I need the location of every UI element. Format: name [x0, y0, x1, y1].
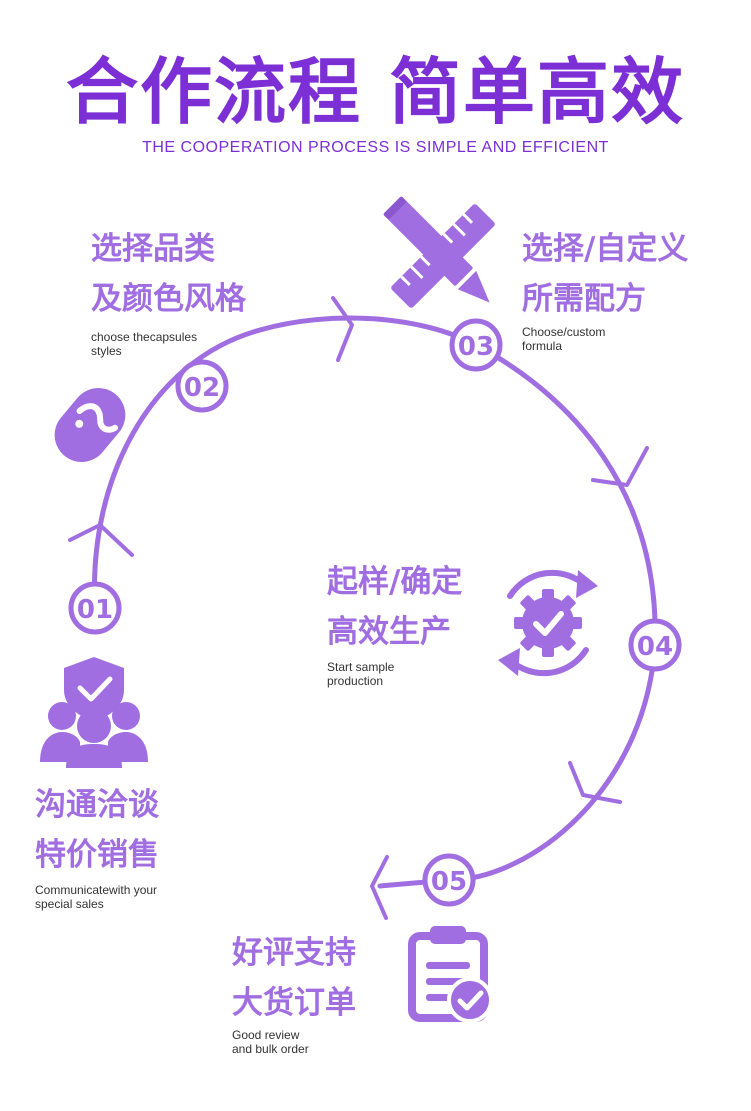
step-04-description-line2: production: [327, 674, 384, 688]
arrow-down-1: [591, 446, 649, 487]
step-04-description: Start sample production: [327, 660, 394, 688]
arrow-up-1: [68, 523, 134, 557]
step-number-03: 03: [458, 332, 494, 362]
clipboard-check-icon: [408, 926, 493, 1023]
step-number-01: 01: [77, 595, 113, 625]
step-badge-01: 01: [68, 581, 122, 635]
step-04-title: 起样/确定 高效生产: [327, 557, 462, 657]
page-title: 合作流程 简单高效: [65, 50, 686, 134]
step-05-title-line2: 大货订单: [232, 985, 356, 1021]
step-03-title-line1: 选择/自定义: [522, 231, 689, 267]
step-02-title: 选择品类 及颜色风格: [91, 224, 246, 324]
team-check-icon: [40, 657, 148, 768]
step-04-title-line1: 起样/确定: [327, 564, 463, 600]
step-01-description-line1: Communicatewith your: [35, 883, 158, 897]
step-number-05: 05: [431, 867, 467, 897]
step-05-title-line1: 好评支持: [232, 935, 356, 971]
step-02-description-line1: choose thecapsules: [91, 330, 198, 344]
step-03-description-line1: Choose/custom: [522, 325, 606, 339]
gear-check-icon: [498, 569, 598, 677]
step-02-title-line1: 选择品类: [91, 231, 215, 267]
step-01-title-line2: 特价销售: [35, 837, 159, 873]
step-03-title: 选择/自定义 所需配方: [522, 224, 688, 324]
step-04-description-line1: Start sample: [327, 660, 395, 674]
step-03-description: Choose/custom formula: [522, 325, 605, 353]
step-badge-03: 03: [449, 318, 503, 372]
step-01-title-line1: 沟通洽谈: [35, 787, 159, 823]
step-badge-04: 04: [628, 618, 682, 672]
step-02-description: choose thecapsules styles: [91, 330, 197, 358]
arrow-down-2: [568, 761, 622, 804]
step-01-title: 沟通洽谈 特价销售: [35, 780, 159, 880]
step-05-title: 好评支持 大货订单: [232, 928, 356, 1028]
path-arrows: [68, 296, 649, 920]
step-01-description-line2: special sales: [35, 897, 104, 911]
step-02-description-line2: styles: [91, 344, 122, 358]
step-03-title-line2: 所需配方: [522, 281, 646, 317]
step-number-02: 02: [184, 373, 220, 403]
step-02-title-line2: 及颜色风格: [91, 281, 246, 317]
step-04-title-line2: 高效生产: [327, 614, 451, 650]
arrow-left-1: [370, 855, 389, 920]
step-badge-02: 02: [175, 359, 229, 413]
step-number-04: 04: [637, 632, 673, 662]
pencil-ruler-icon: [383, 196, 495, 308]
step-05-description: Good review and bulk order: [232, 1028, 309, 1056]
page-subtitle: THE COOPERATION PROCESS IS SIMPLE AND EF…: [142, 139, 609, 156]
step-03-description-line2: formula: [522, 339, 563, 353]
step-05-description-line2: and bulk order: [232, 1042, 309, 1056]
arrow-right-1: [331, 296, 354, 362]
capsule-icon: [54, 388, 126, 462]
step-badge-05: 05: [422, 853, 476, 907]
step-01-description: Communicatewith your special sales: [35, 883, 157, 911]
step-05-description-line1: Good review: [232, 1028, 300, 1042]
